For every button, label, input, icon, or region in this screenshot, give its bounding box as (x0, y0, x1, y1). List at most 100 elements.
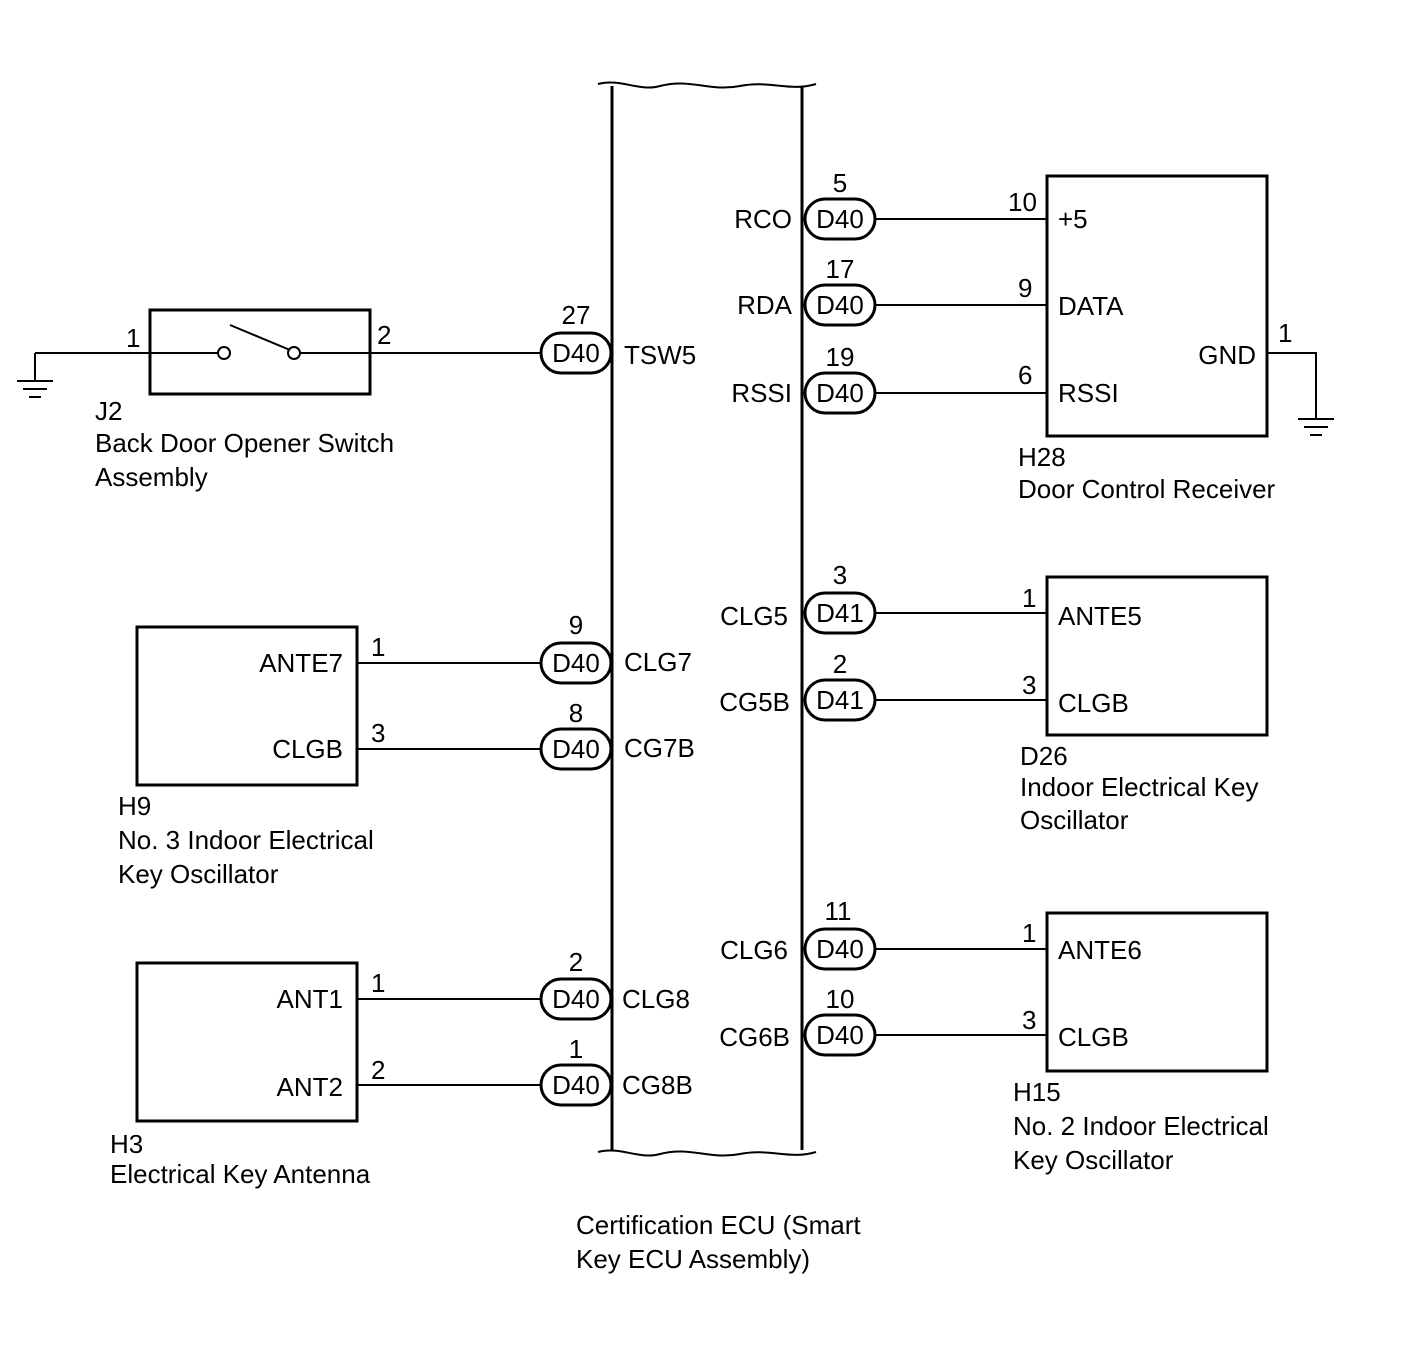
ecu-caption-line-2: Key ECU Assembly) (576, 1244, 810, 1274)
h9-code: H9 (118, 791, 151, 821)
ground-icon (17, 380, 53, 398)
ecu-terminal-label: RSSI (731, 378, 792, 408)
h15-name-line-2: Key Oscillator (1013, 1145, 1174, 1175)
right-connector-rssi: D40 19 RSSI (731, 342, 877, 415)
h28-terminal-plus5: +5 (1058, 204, 1088, 234)
j2-pin-2: 2 (377, 320, 391, 350)
h9-terminal-clgb: CLGB (272, 734, 343, 764)
h28-door-control-receiver: 10 9 6 +5 DATA RSSI GND 1 H28 Door Contr… (876, 174, 1334, 504)
ecu-terminal-label: RDA (737, 290, 793, 320)
j2-pin-1: 1 (126, 323, 140, 353)
h15-pin-1: 1 (1022, 918, 1036, 948)
h15-terminal-clgb: CLGB (1058, 1022, 1129, 1052)
d26-pin-3: 3 (1022, 670, 1036, 700)
h28-pin-9: 9 (1018, 273, 1032, 303)
ecu-bottom-break (597, 1149, 817, 1157)
right-connector-cg5b: D41 2 CG5B (719, 649, 877, 722)
connector-id: D40 (552, 734, 600, 764)
h9-pin-1: 1 (371, 632, 385, 662)
connector-pin: 2 (569, 947, 583, 977)
h9-name-line-2: Key Oscillator (118, 859, 279, 889)
h9-no3-indoor-key-oscillator: ANTE7 CLGB 1 3 H9 No. 3 Indoor Electrica… (118, 625, 542, 889)
d26-name-line-2: Oscillator (1020, 805, 1129, 835)
h15-terminal-ante6: ANTE6 (1058, 935, 1142, 965)
d26-name-line-1: Indoor Electrical Key (1020, 772, 1258, 802)
ecu-terminal-label: CG7B (624, 733, 695, 763)
h15-name-line-1: No. 2 Indoor Electrical (1013, 1111, 1269, 1141)
h28-terminal-rssi: RSSI (1058, 378, 1119, 408)
h3-pin-2: 2 (371, 1055, 385, 1085)
j2-name-line-1: Back Door Opener Switch (95, 428, 394, 458)
ecu-top-break (597, 81, 817, 89)
h3-pin-1: 1 (371, 968, 385, 998)
ecu-terminal-label: CLG7 (624, 647, 692, 677)
h3-electrical-key-antenna: ANT1 ANT2 1 2 H3 Electrical Key Antenna (110, 961, 542, 1189)
connector-pin: 2 (833, 649, 847, 679)
d26-box (1045, 575, 1269, 737)
connector-pin: 17 (826, 254, 855, 284)
connector-pin: 5 (833, 168, 847, 198)
connector-id: D40 (816, 1020, 864, 1050)
h3-code: H3 (110, 1129, 143, 1159)
certification-ecu: Certification ECU (Smart Key ECU Assembl… (576, 81, 861, 1274)
connector-id: D40 (816, 204, 864, 234)
connector-id: D40 (816, 290, 864, 320)
h9-name-line-1: No. 3 Indoor Electrical (118, 825, 374, 855)
h9-terminal-ante7: ANTE7 (259, 648, 343, 678)
h9-box (135, 625, 359, 787)
h28-terminal-gnd: GND (1198, 340, 1256, 370)
d26-terminal-ante5: ANTE5 (1058, 601, 1142, 631)
ground-icon (1298, 418, 1334, 436)
h28-pin-1: 1 (1278, 318, 1292, 348)
left-connector-cg8b: D40 1 CG8B (539, 1034, 693, 1107)
left-connector-clg8: D40 2 CLG8 (539, 947, 690, 1021)
ecu-terminal-label: CLG5 (720, 601, 788, 631)
h15-box (1045, 911, 1269, 1073)
h28-box (1045, 174, 1269, 438)
ecu-terminal-label: RCO (734, 204, 792, 234)
d26-indoor-key-oscillator: 1 3 ANTE5 CLGB D26 Indoor Electrical Key… (876, 575, 1269, 835)
h3-box (135, 961, 359, 1123)
connector-id: D40 (552, 984, 600, 1014)
h3-terminal-ant1: ANT1 (277, 984, 343, 1014)
h28-pin-10: 10 (1008, 187, 1037, 217)
d26-pin-1: 1 (1022, 583, 1036, 613)
left-connector-cg7b: D40 8 CG7B (539, 698, 695, 771)
connector-pin: 8 (569, 698, 583, 728)
left-connector-clg7: D40 9 CLG7 (539, 610, 692, 685)
right-connector-rda: D40 17 RDA (737, 254, 877, 327)
right-connector-cg6b: D40 10 CG6B (719, 984, 877, 1057)
h15-code: H15 (1013, 1077, 1061, 1107)
ecu-terminal-label: CG5B (719, 687, 790, 717)
ecu-terminal-label: CG8B (622, 1070, 693, 1100)
connector-id: D41 (816, 685, 864, 715)
connector-id: D40 (816, 378, 864, 408)
ecu-terminal-label: CLG8 (622, 984, 690, 1014)
ecu-terminal-label: CG6B (719, 1022, 790, 1052)
j2-name-line-2: Assembly (95, 462, 208, 492)
connector-id: D40 (552, 648, 600, 678)
connector-pin: 11 (825, 896, 852, 926)
connector-pin: 19 (826, 342, 855, 372)
h28-pin-6: 6 (1018, 360, 1032, 390)
connector-id: D40 (552, 338, 600, 368)
connector-pin: 10 (826, 984, 855, 1014)
connector-pin: 3 (833, 560, 847, 590)
connector-id: D41 (816, 598, 864, 628)
h28-terminal-data: DATA (1058, 291, 1124, 321)
ecu-terminal-label: TSW5 (624, 340, 696, 370)
left-connector-tsw5: D40 27 TSW5 (539, 300, 696, 375)
h15-no2-indoor-key-oscillator: 1 3 ANTE6 CLGB H15 No. 2 Indoor Electric… (876, 911, 1269, 1175)
h3-name-line-1: Electrical Key Antenna (110, 1159, 371, 1189)
connector-pin: 27 (562, 300, 591, 330)
j2-back-door-opener-switch: 1 2 J2 Back Door Opener Switch Assembly (17, 308, 542, 492)
right-connector-clg6: D40 11 CLG6 (720, 896, 877, 971)
connector-pin: 9 (569, 610, 583, 640)
right-connector-clg5: D41 3 CLG5 (720, 560, 877, 635)
h28-code: H28 (1018, 442, 1066, 472)
h15-pin-3: 3 (1022, 1005, 1036, 1035)
connector-id: D40 (816, 934, 864, 964)
switch-contact-icon (217, 346, 231, 360)
d26-terminal-clgb: CLGB (1058, 688, 1129, 718)
ecu-terminal-label: CLG6 (720, 935, 788, 965)
